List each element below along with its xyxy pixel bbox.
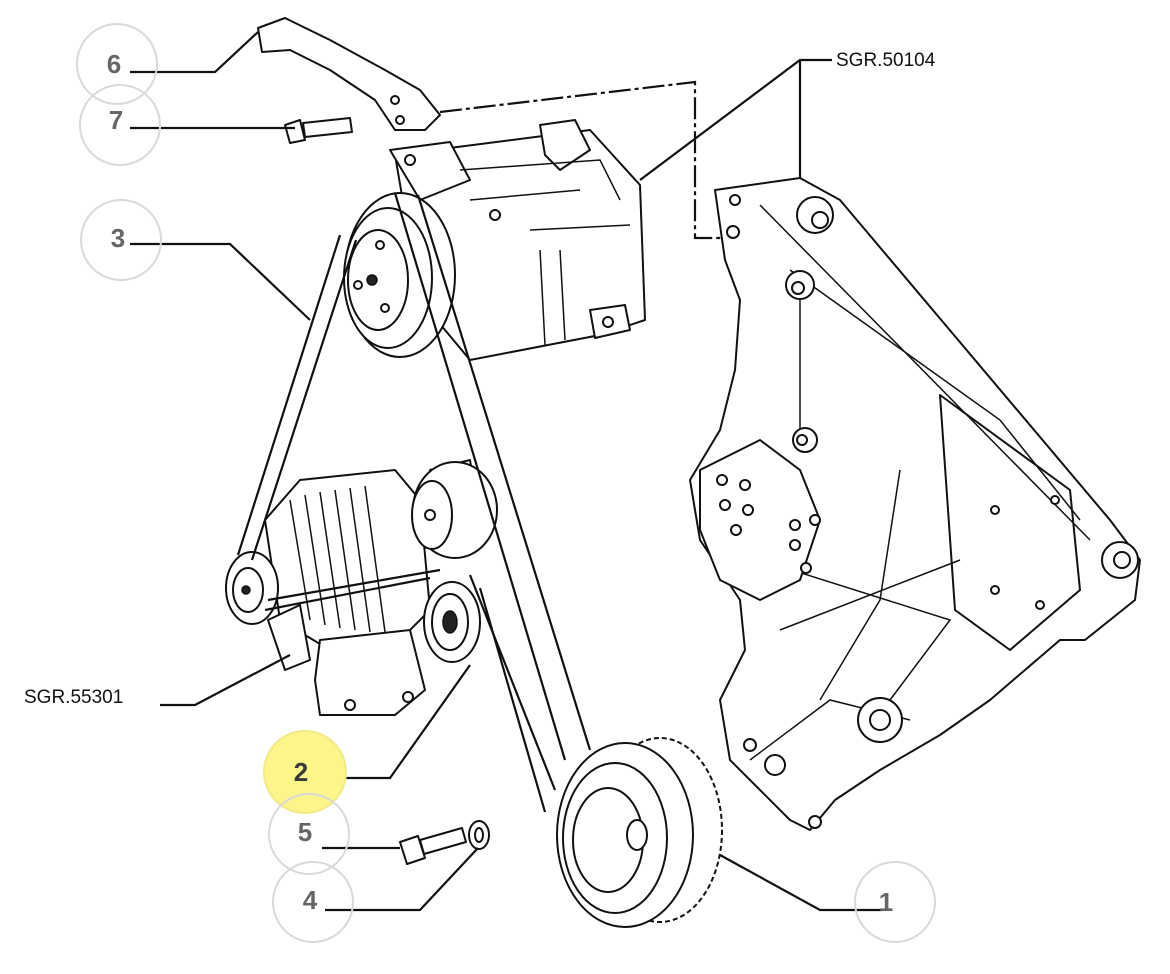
reference-sgr-50104-link[interactable]: SGR.50104 [836, 50, 936, 71]
callout-6[interactable]: 6 [76, 23, 158, 105]
tensioner-drawing [411, 459, 498, 663]
callout-4-number[interactable]: 4 [303, 885, 318, 915]
callout-7-number[interactable]: 7 [109, 105, 123, 135]
callout-3[interactable]: 3 [80, 199, 162, 281]
callout-1-circle[interactable] [854, 861, 936, 943]
callout-6-circle[interactable] [76, 23, 158, 105]
callout-7-circle[interactable] [79, 84, 161, 166]
callout-2-circle[interactable] [263, 730, 347, 814]
callout-2[interactable]: 2 [263, 730, 347, 814]
compressor-drawing [343, 119, 646, 361]
callout-5[interactable]: 5 [268, 793, 350, 875]
small-parts-drawing [257, 17, 490, 865]
callout-3-number[interactable]: 3 [111, 223, 125, 253]
alternator-drawing [225, 469, 431, 716]
callout-5-circle[interactable] [268, 793, 350, 875]
mounting-bracket-drawing [689, 177, 1141, 831]
callout-4-circle[interactable] [272, 861, 354, 943]
callout-6-number[interactable]: 6 [107, 49, 121, 79]
callout-3-circle[interactable] [80, 199, 162, 281]
belts-drawing [236, 192, 592, 813]
leader-lines [130, 31, 882, 912]
callout-1-number[interactable]: 1 [879, 887, 893, 917]
callout-1[interactable]: 1 [854, 861, 936, 943]
reference-sgr-55301-link[interactable]: SGR.55301 [24, 687, 123, 708]
callout-2-number[interactable]: 2 [294, 757, 308, 787]
callout-5-number[interactable]: 5 [298, 817, 312, 847]
callout-7[interactable]: 7 [79, 84, 161, 166]
callout-4[interactable]: 4 [272, 861, 354, 943]
crank-pulley-drawing [556, 737, 723, 928]
